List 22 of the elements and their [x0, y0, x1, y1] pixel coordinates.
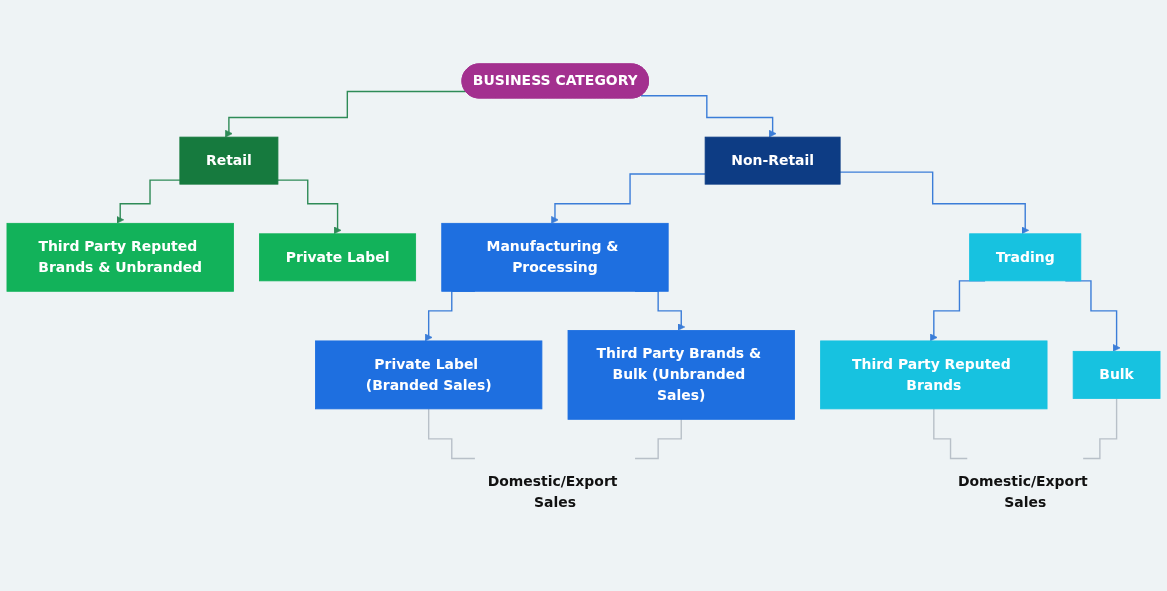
connector	[634, 418, 682, 460]
node-box: Third Party Reputed Brands & Unbranded	[6, 223, 234, 292]
arrow	[551, 173, 706, 224]
node-text: Domestic/Export Sales	[487, 473, 618, 512]
arrow	[225, 91, 467, 138]
node-box: Third Party Brands & Bulk (Unbranded Sales)	[567, 330, 795, 421]
connector	[933, 408, 968, 460]
node-box: Bulk	[1072, 351, 1161, 400]
node-box: Third Party Reputed Brands	[820, 340, 1048, 410]
arrow	[116, 179, 181, 224]
node-box: Manufacturing & Processing	[441, 223, 669, 292]
arrow	[640, 95, 777, 138]
connector	[428, 408, 476, 460]
node-box: Non-Retail	[704, 137, 841, 185]
node-box: Private Label	[259, 233, 417, 282]
connector	[1082, 398, 1118, 460]
arrow	[277, 179, 342, 235]
node-box: Retail	[179, 137, 279, 185]
node-text: Domestic/Export Sales	[957, 473, 1088, 512]
arrow	[839, 171, 1030, 235]
node-box: Trading	[969, 233, 1082, 282]
node-box: Private Label (Branded Sales)	[315, 340, 543, 410]
